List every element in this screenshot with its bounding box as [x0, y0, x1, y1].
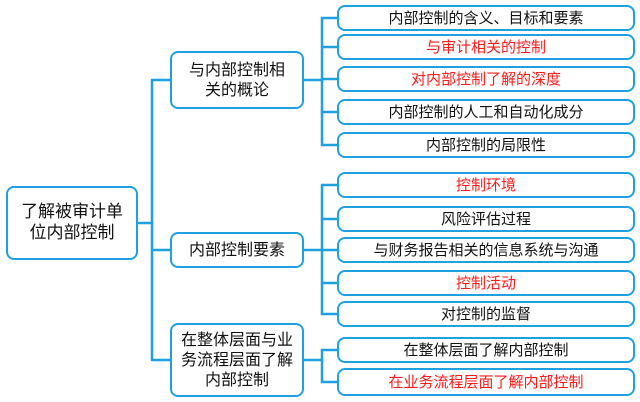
leaf-node-label: 内部控制的人工和自动化成分 [388, 102, 584, 121]
leaf-node: 与财务报告相关的信息系统与沟通 [337, 237, 635, 263]
branch-node-label: 内部控制要素 [188, 240, 285, 259]
leaf-node: 控制环境 [337, 172, 635, 198]
leaf-node: 在整体层面了解内部控制 [337, 337, 635, 363]
leaf-node-label: 对控制的监督 [440, 304, 531, 323]
leaf-node: 对控制的监督 [337, 301, 635, 327]
root-node: 了解被审计单位内部控制 [6, 186, 138, 260]
leaf-node: 与审计相关的控制 [337, 34, 635, 60]
leaf-node-label: 与财务报告相关的信息系统与沟通 [373, 240, 599, 259]
leaf-node-label: 在整体层面了解内部控制 [403, 340, 569, 359]
leaf-node-label: 控制活动 [455, 273, 516, 292]
branch-node-overview: 与内部控制相关的概论 [170, 51, 304, 109]
branch-node-elements: 内部控制要素 [170, 232, 304, 268]
leaf-node-label: 对内部控制了解的深度 [410, 69, 561, 88]
branch-node-label: 与内部控制相关的概论 [188, 60, 285, 99]
leaf-node: 控制活动 [337, 270, 635, 296]
branch-node-label: 在整体层面与业务流程层面了解内部控制 [180, 330, 293, 389]
leaf-node-label: 与审计相关的控制 [425, 37, 546, 56]
leaf-node: 内部控制的人工和自动化成分 [337, 99, 635, 125]
leaf-node-label: 内部控制的局限性 [425, 135, 546, 154]
leaf-node-label: 风险评估过程 [440, 209, 531, 228]
leaf-node-label: 在业务流程层面了解内部控制 [388, 372, 584, 391]
leaf-node-label: 控制环境 [455, 175, 516, 194]
branch-node-levels: 在整体层面与业务流程层面了解内部控制 [170, 323, 304, 397]
leaf-node-label: 内部控制的含义、目标和要素 [388, 8, 584, 27]
leaf-node: 内部控制的局限性 [337, 132, 635, 158]
leaf-node: 风险评估过程 [337, 206, 635, 232]
leaf-node: 对内部控制了解的深度 [337, 66, 635, 92]
leaf-node: 内部控制的含义、目标和要素 [337, 5, 635, 31]
leaf-node: 在业务流程层面了解内部控制 [337, 368, 635, 396]
root-node-label: 了解被审计单位内部控制 [21, 201, 123, 243]
